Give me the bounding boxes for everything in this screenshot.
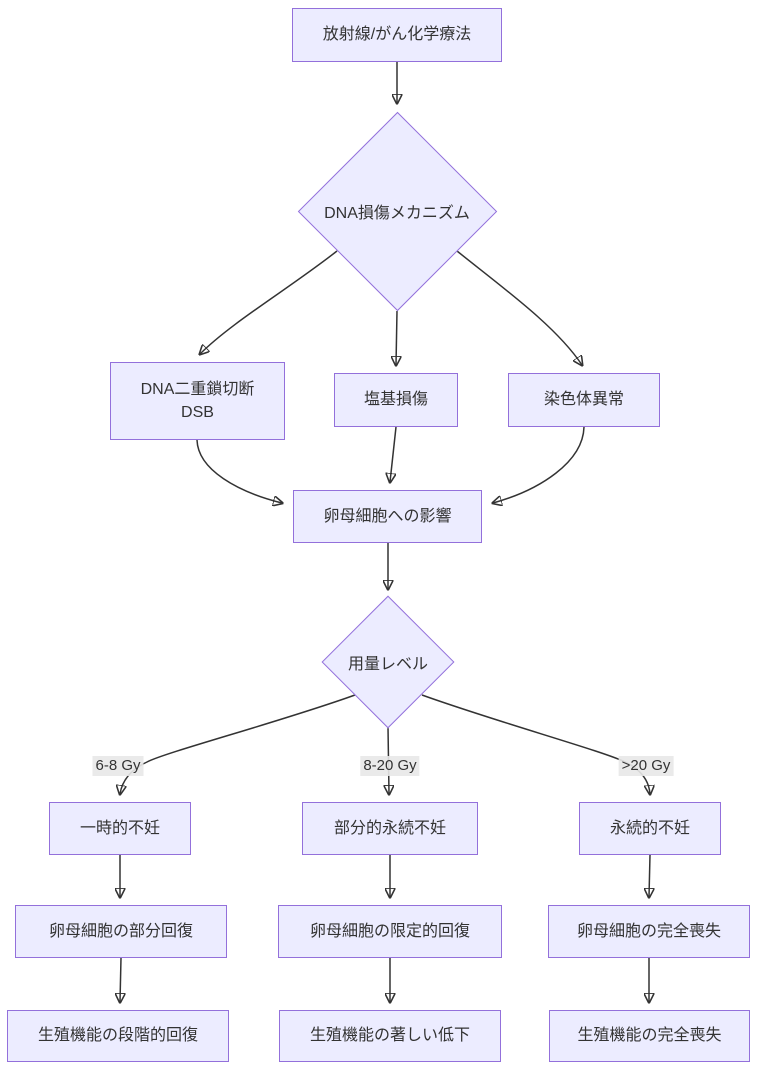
node-oocyte-limited-recovery: 卵母細胞の限定的回復 <box>278 905 502 958</box>
node-dsb-label-line1: DNA二重鎖切断 <box>140 380 255 398</box>
edge-base-damage-to-oocyte-effect <box>390 426 397 482</box>
edge-permanent-to-complete-loss <box>649 854 650 897</box>
edge-dose-to-permanent <box>421 694 650 794</box>
node-partial-permanent-infertility: 部分的永続不妊 <box>302 802 478 855</box>
node-permanent-infertility: 永続的不妊 <box>579 802 721 855</box>
node-reproductive-complete-loss: 生殖機能の完全喪失 <box>549 1010 750 1062</box>
edge-mechanism-to-chromosome <box>456 250 582 365</box>
edge-partial-recovery-to-gradual-recovery <box>120 957 121 1002</box>
node-reproductive-complete-loss-label: 生殖機能の完全喪失 <box>577 1027 722 1045</box>
node-reproductive-marked-decline-label: 生殖機能の著しい低下 <box>309 1027 470 1045</box>
node-oocyte-partial-recovery-label: 卵母細胞の部分回復 <box>48 922 193 940</box>
edge-label-mid-dose: 8-20 Gy <box>360 756 420 776</box>
node-base-damage-label: 塩基損傷 <box>363 391 428 409</box>
node-reproductive-gradual-recovery: 生殖機能の段階的回復 <box>7 1010 229 1062</box>
edge-mechanism-to-dsb <box>200 250 338 354</box>
edge-chromosome-to-oocyte-effect <box>493 426 585 503</box>
edge-dose-to-temporary <box>120 694 356 794</box>
node-oocyte-complete-loss-label: 卵母細胞の完全喪失 <box>576 922 721 940</box>
node-temporary-infertility: 一時的不妊 <box>49 802 191 855</box>
node-dsb: DNA二重鎖切断 DSB <box>110 362 285 440</box>
edge-label-low-dose: 6-8 Gy <box>92 756 144 776</box>
decision-dna-damage-label: DNA損傷メカニズム <box>324 205 470 222</box>
node-chromosome-abnormality: 染色体異常 <box>508 373 660 427</box>
edge-label-high-dose: >20 Gy <box>618 756 674 776</box>
node-base-damage: 塩基損傷 <box>334 373 458 427</box>
node-dsb-label-line2: DSB <box>181 404 214 421</box>
node-treatment: 放射線/がん化学療法 <box>292 8 502 62</box>
node-partial-permanent-infertility-label: 部分的永続不妊 <box>333 819 446 837</box>
node-oocyte-complete-loss: 卵母細胞の完全喪失 <box>548 905 750 958</box>
node-oocyte-partial-recovery: 卵母細胞の部分回復 <box>15 905 227 958</box>
node-oocyte-effect-label: 卵母細胞への影響 <box>323 507 452 525</box>
node-reproductive-gradual-recovery-label: 生殖機能の段階的回復 <box>37 1027 198 1045</box>
node-oocyte-limited-recovery-label: 卵母細胞の限定的回復 <box>309 922 470 940</box>
edge-dsb-to-oocyte-effect <box>196 439 282 503</box>
node-reproductive-marked-decline: 生殖機能の著しい低下 <box>279 1010 501 1062</box>
decision-dose-level-label: 用量レベル <box>347 656 428 673</box>
node-chromosome-abnormality-label: 染色体異常 <box>543 391 624 409</box>
node-permanent-infertility-label: 永続的不妊 <box>609 819 690 837</box>
node-temporary-infertility-label: 一時的不妊 <box>79 819 160 837</box>
node-treatment-label: 放射線/がん化学療法 <box>322 26 472 44</box>
node-oocyte-effect: 卵母細胞への影響 <box>293 490 482 543</box>
edge-mechanism-to-base-damage <box>396 310 397 365</box>
